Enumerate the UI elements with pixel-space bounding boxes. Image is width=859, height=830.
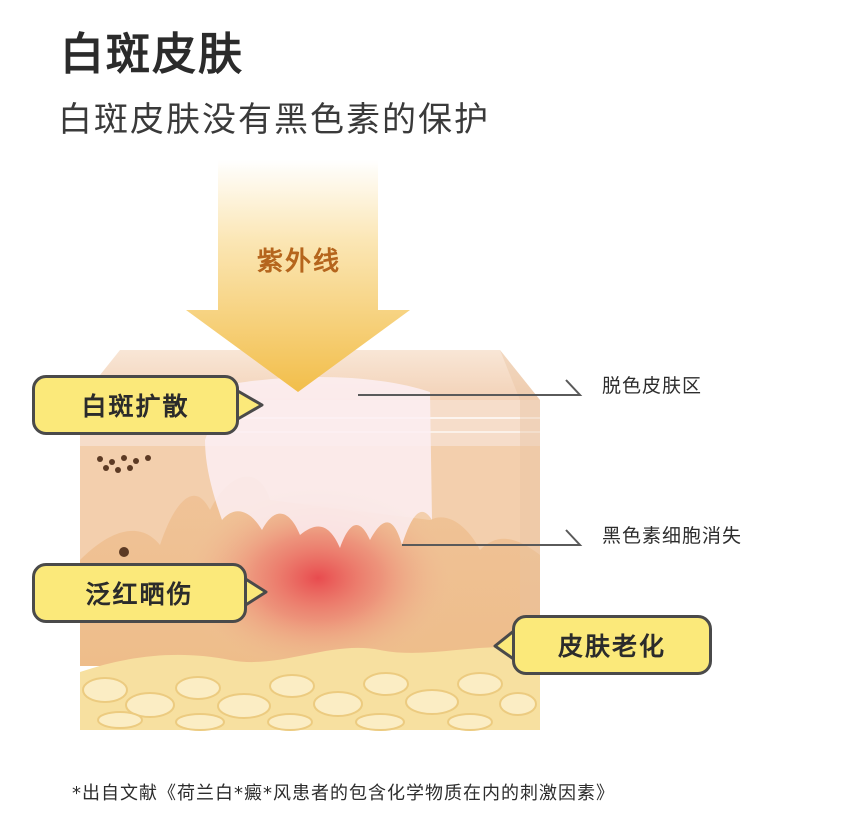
depigmented-area (205, 376, 432, 548)
leader-melanocyte (402, 529, 583, 546)
bubble-vitiligo-spread: 白斑扩散 (32, 375, 239, 435)
sunburn-redness (178, 483, 458, 673)
footnote: *出自文献《荷兰白*癜*风患者的包含化学物质在内的刺激因素》 (72, 783, 615, 804)
page-title: 白斑皮肤 (60, 29, 244, 80)
bubble-skin-aging: 皮肤老化 (512, 615, 712, 675)
uv-label: 紫外线 (257, 247, 342, 277)
callout-melanocyte-loss: 黑色素细胞消失 (602, 525, 743, 547)
fat-cells (82, 672, 537, 731)
melanin-dots (97, 455, 151, 557)
page-subtitle: 白斑皮肤没有黑色素的保护 (58, 100, 490, 140)
leader-depigmented (358, 379, 583, 396)
bubble-sunburn: 泛红晒伤 (32, 563, 247, 623)
callout-depigmented: 脱色皮肤区 (602, 375, 703, 397)
uv-arrow (186, 160, 410, 392)
